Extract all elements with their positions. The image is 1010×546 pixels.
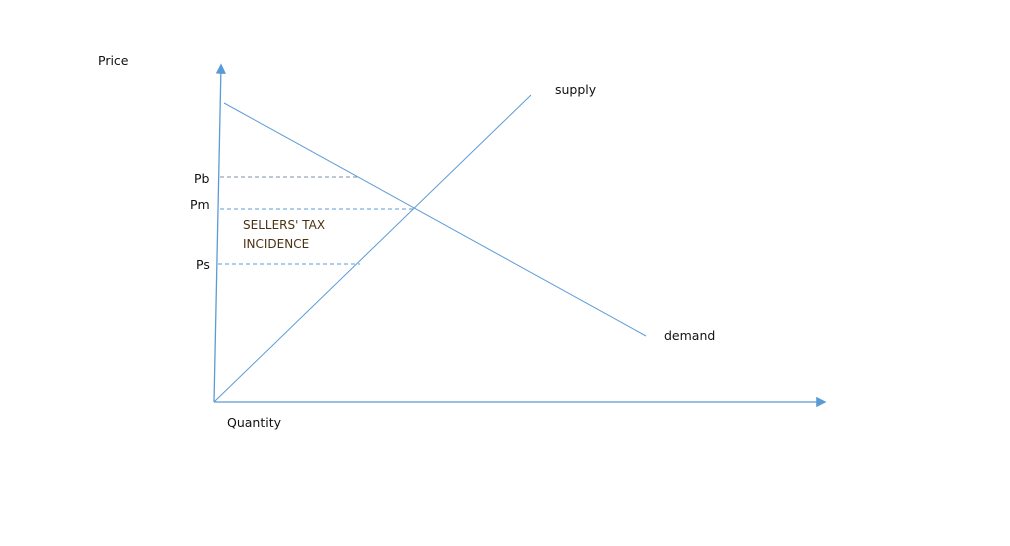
ps-label: Ps [196,257,210,272]
note-line-2: INCIDENCE [243,237,310,251]
demand-curve [223,102,647,337]
sellers-tax-incidence-note: SELLERS' TAX INCIDENCE [243,216,325,254]
supply-label: supply [555,82,597,97]
y-axis-label: Price [98,53,129,68]
supply-curve [213,94,532,403]
x-axis-label: Quantity [227,415,282,430]
y-axis [213,63,227,403]
note-line-1: SELLERS' TAX [243,218,326,232]
pb-label: Pb [194,171,210,186]
pm-label: Pm [190,197,210,212]
demand-label: demand [664,328,716,343]
